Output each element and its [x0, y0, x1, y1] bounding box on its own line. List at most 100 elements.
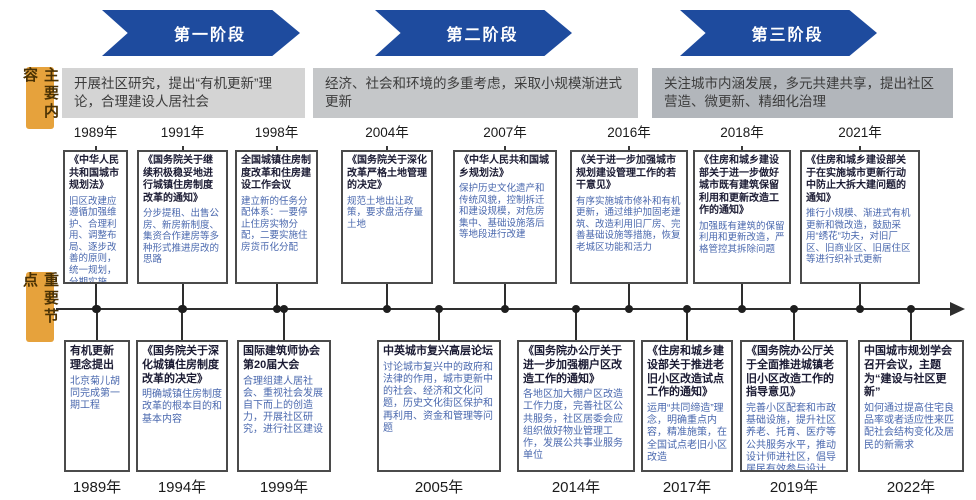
- timeline-dot: [93, 305, 101, 313]
- year-tick: [741, 146, 743, 150]
- connector-line: [181, 284, 184, 310]
- event-box: 《国务院办公厅关于全面推进城镇老旧小区改造工作的指导意见》 完善小区配套和市政基…: [740, 340, 848, 472]
- bottom-year: 2022年: [886, 479, 936, 496]
- timeline-dot: [501, 305, 509, 313]
- phase-3-summary: 关注城市内涵发展，多元共建共享，提出社区营造、微更新、精细化治理: [652, 68, 953, 118]
- event-desc: 推行小规模、渐进式有机更新和微改造，鼓励采用“绣花”功夫，对旧厂区、旧商业区、旧…: [806, 208, 911, 266]
- event-title: 《关于进一步加强城市规划建设管理工作的若干意见》: [576, 155, 676, 191]
- connector-line: [181, 310, 183, 340]
- event-desc: 合理组建人居社会、重视社会发展自下而上的创造力，开展社区研究，进行社区建设: [243, 375, 323, 436]
- connector-line: [628, 284, 630, 310]
- year-tick: [859, 146, 861, 150]
- phase-2-label: 第二阶段: [446, 27, 519, 44]
- top-year: 2016年: [607, 125, 651, 140]
- connector-line: [438, 310, 440, 340]
- top-year: 2007年: [483, 125, 527, 140]
- top-year: 1991年: [160, 125, 205, 140]
- timeline-dot: [790, 305, 798, 313]
- timeline-dot: [272, 305, 281, 313]
- timeline-arrowhead-icon: [950, 302, 965, 316]
- event-desc: 如何通过提高住宅良品率或者适应性来匹配社会结构变化及居民的新需求: [864, 403, 954, 451]
- connector-line: [859, 284, 861, 310]
- timeline-dot: [280, 305, 288, 313]
- event-title: 国际建筑师协会第20届大会: [243, 345, 320, 371]
- bottom-event-2005: 中英城市复兴高层论坛 讨论城市复兴中的政府和法律的作用，城市更新中的社会、经济和…: [377, 305, 501, 497]
- event-desc: 建立新的任务分配体系：一要停止住房实物分配，二要实施住房货币化分配: [241, 195, 308, 253]
- top-event-1998: 1998年 全国城镇住房制度改革和住房建设工作会议 建立新的任务分配体系：一要停…: [235, 120, 318, 313]
- event-desc: 北京菊儿胡同完成第一期工程: [70, 375, 120, 411]
- bottom-year: 2019年: [769, 479, 819, 496]
- top-year: 2018年: [720, 125, 764, 140]
- event-title: 《住房和城乡建设部关于进一步做好城市既有建筑保留利用和更新改造工作的通知》: [699, 155, 779, 216]
- phase-banner-3: 第三阶段: [680, 10, 877, 56]
- connector-line: [686, 310, 688, 340]
- event-box: 《住房和城乡建设部关于在实施城市更新行动中防止大拆大建问题的通知》 推行小规模、…: [800, 150, 920, 284]
- event-title: 中国城市规划学会召开会议，主题为“建设与社区更新”: [864, 345, 952, 399]
- event-desc: 分步提租、出售公房、新房新制度、集资合作建房等多种形式推进房改的思路: [143, 208, 220, 266]
- phase-banner-2: 第二阶段: [375, 10, 572, 56]
- timeline-dot: [907, 305, 915, 313]
- event-title: 《中华人民共和国城市规划法》: [69, 155, 119, 191]
- event-desc: 有序实施城市修补和有机更新，通过维护加固老建筑、改造利用旧厂房、完善基础设施等措…: [576, 195, 681, 253]
- timeline-dot: [572, 305, 580, 313]
- bottom-event-1994: 《国务院关于深化城镇住房制度改革的决定》 明确城镇住房制度改革的根本目的和基本内…: [136, 305, 228, 497]
- event-title: 《国务院关于深化城镇住房制度改革的决定》: [142, 345, 219, 385]
- timeline-dot: [856, 305, 864, 313]
- bottom-event-1999: 国际建筑师协会第20届大会 合理组建人居社会、重视社会发展自下而上的创造力，开展…: [237, 305, 331, 497]
- row-label-key-nodes: 重要节点: [21, 272, 59, 342]
- phase-2-summary: 经济、社会和环境的多重考虑，采取小规模渐进式更新: [313, 68, 638, 118]
- bottom-year: 1999年: [259, 479, 309, 496]
- event-desc: 明确城镇住房制度改革的根本目的和基本内容: [142, 389, 222, 425]
- timeline-dot: [625, 305, 633, 313]
- bottom-year: 1989年: [72, 479, 122, 496]
- bottom-event-2022: 中国城市规划学会召开会议，主题为“建设与社区更新” 如何通过提高住宅良品率或者适…: [858, 305, 964, 497]
- bottom-year: 2005年: [414, 479, 464, 496]
- event-box: 《国务院关于深化改革严格土地管理的决定》 规范土地出让政策，要求盘活存量土地: [341, 150, 433, 284]
- timeline-dot: [683, 305, 691, 313]
- event-title: 《国务院关于深化改革严格土地管理的决定》: [347, 155, 427, 191]
- bottom-year: 1994年: [157, 479, 207, 496]
- bottom-year: 2017年: [662, 479, 712, 496]
- connector-line: [504, 284, 506, 310]
- year-tick: [275, 146, 278, 150]
- event-box: 《中华人民共和国城市规划法》 旧区改建应遵循加强维护、合理利用、调整布局、逐步改…: [63, 150, 128, 284]
- event-title: 《国务院办公厅关于全面推进城镇老旧小区改造工作的指导意见》: [746, 345, 834, 399]
- connector-line: [575, 310, 577, 340]
- event-title: 《住房和城乡建设部关于推进老旧小区改造试点工作的通知》: [647, 345, 724, 399]
- event-title: 中英城市复兴高层论坛: [383, 345, 493, 357]
- timeline-dot: [178, 305, 186, 313]
- timeline-dot: [383, 305, 391, 313]
- top-event-2004: 2004年 《国务院关于深化改革严格土地管理的决定》 规范土地出让政策，要求盘活…: [341, 120, 433, 313]
- connector-line: [386, 284, 388, 310]
- year-tick: [386, 146, 388, 150]
- event-box: 中国城市规划学会召开会议，主题为“建设与社区更新” 如何通过提高住宅良品率或者适…: [858, 340, 964, 472]
- top-event-2016: 2016年 《关于进一步加强城市规划建设管理工作的若干意见》 有序实施城市修补和…: [570, 120, 688, 313]
- connector-line: [910, 310, 912, 340]
- event-desc: 讨论城市复兴中的政府和法律的作用，城市更新中的社会、经济和文化问题，历史文化街区…: [383, 361, 493, 434]
- year-tick: [628, 146, 630, 150]
- connector-line: [793, 310, 795, 340]
- top-year: 2021年: [838, 125, 882, 140]
- year-tick: [504, 146, 506, 150]
- event-desc: 旧区改建应遵循加强维护、合理利用、调整布局、逐步改善的原则，统一规划，分期实施: [69, 195, 117, 284]
- timeline-dot: [738, 305, 746, 313]
- year-tick: [94, 146, 97, 150]
- event-desc: 各地区加大棚户区改造工作力度，完善社区公共服务，社区居委会应组织做好物业管理工作…: [523, 389, 623, 462]
- phase-3-label: 第三阶段: [751, 27, 824, 44]
- top-event-2007: 2007年 《中华人民共和国城乡规划法》 保护历史文化遗产和传统风貌，控制拆迁和…: [453, 120, 557, 313]
- connector-line: [283, 310, 285, 340]
- bottom-event-1989: 有机更新理念提出 北京菊儿胡同完成第一期工程 1989年: [64, 305, 130, 497]
- event-title: 《国务院关于继续积极稳妥地进行城镇住房制度改革的通知》: [143, 155, 213, 204]
- phase-1-summary: 开展社区研究，提出“有机更新”理论，合理建设人居社会: [62, 68, 305, 118]
- year-tick: [181, 146, 184, 150]
- event-desc: 运用“共同缔造”理念，明确重点内容，精准施策，在全国试点老旧小区改造: [647, 403, 727, 463]
- event-desc: 完善小区配套和市政基础设施，提升社区养老、托育、医疗等公共服务水平，推动设计师进…: [746, 403, 836, 472]
- top-year: 1989年: [73, 125, 118, 140]
- event-box: 《国务院办公厅关于进一步加强棚户区改造工作的通知》 各地区加大棚户区改造工作力度…: [517, 340, 635, 472]
- timeline-dot: [435, 305, 443, 313]
- event-desc: 保护历史文化遗产和传统风貌，控制拆迁和建设规模，对危房集中、基础设施落后等地段进…: [459, 183, 545, 241]
- event-box: 《住房和城乡建设部关于推进老旧小区改造试点工作的通知》 运用“共同缔造”理念，明…: [641, 340, 733, 472]
- top-event-1991: 1991年 《国务院关于继续积极稳妥地进行城镇住房制度改革的通知》 分步提租、出…: [137, 120, 228, 313]
- connector-line: [741, 284, 743, 310]
